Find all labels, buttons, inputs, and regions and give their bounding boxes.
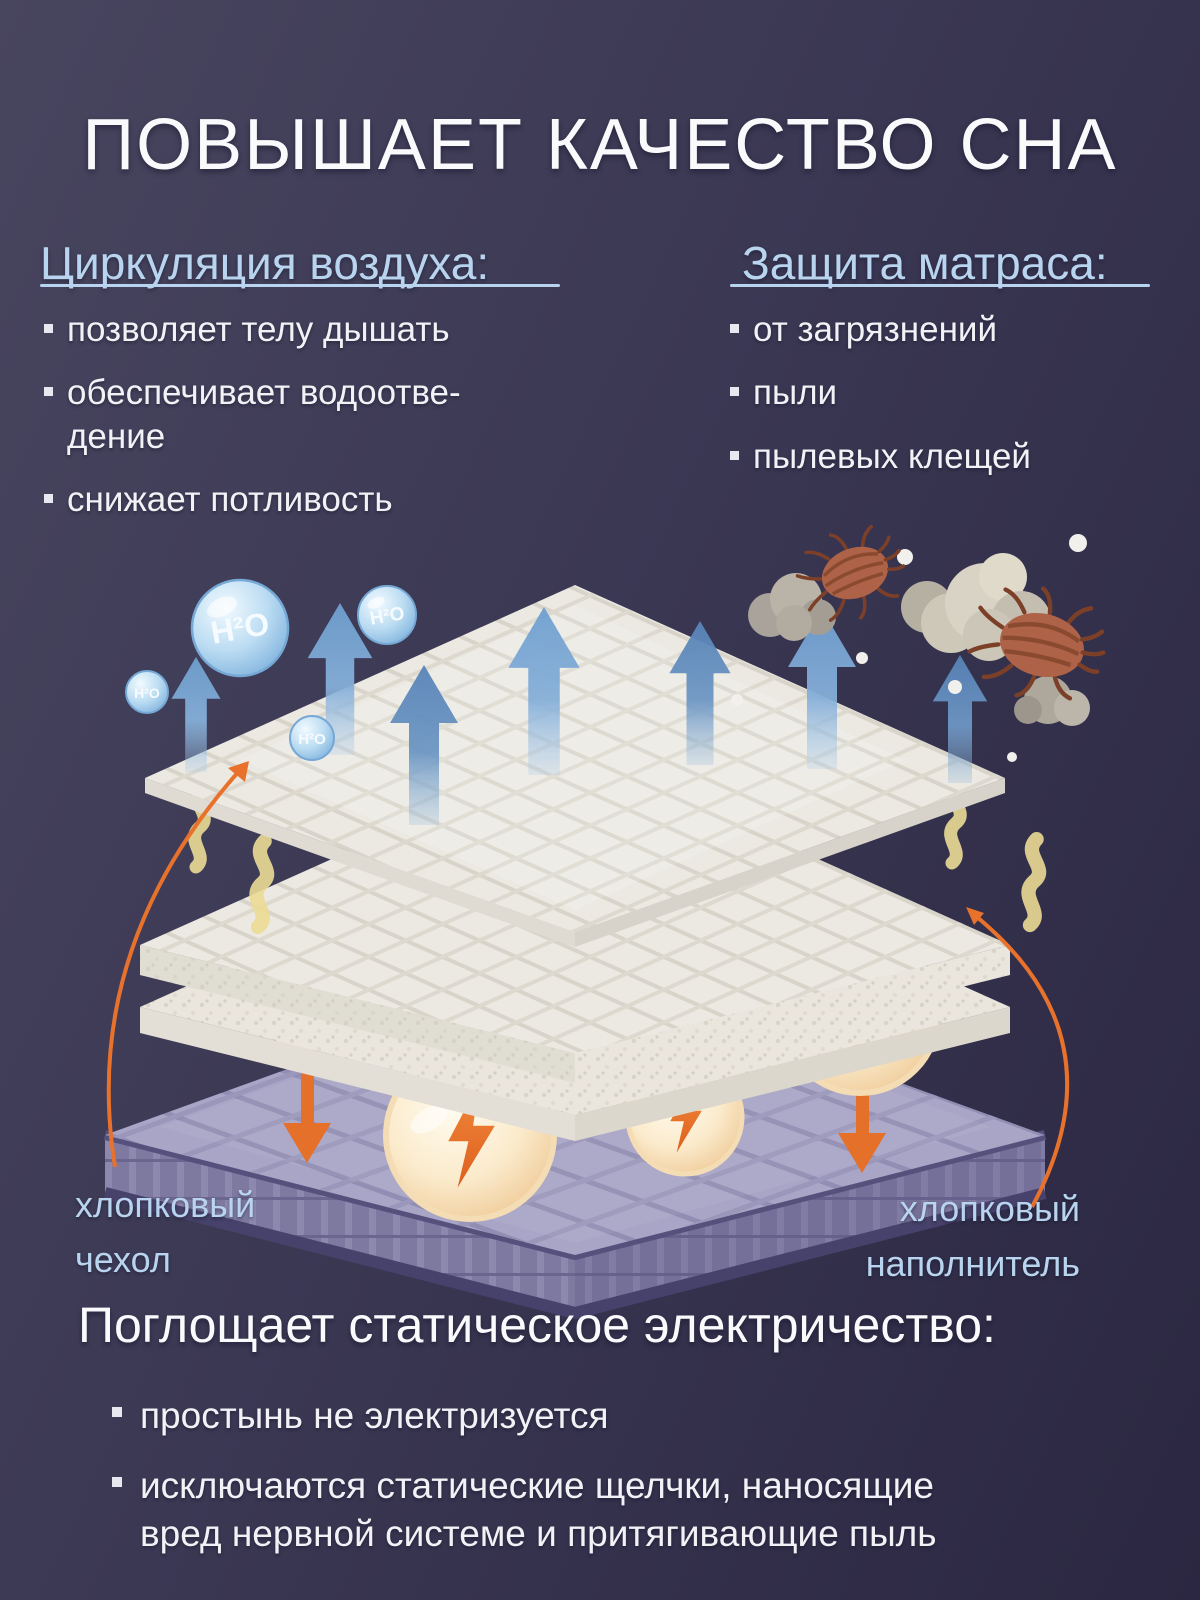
dust-cloud-icon	[1014, 676, 1090, 726]
bullet-item: обеспечивает водоотве- дение	[44, 371, 644, 458]
bullet-marker	[44, 494, 53, 504]
dust-cloud-icon	[748, 573, 836, 641]
bullet-item: снижает потливость	[44, 478, 644, 521]
cotton-cover-layer	[145, 585, 1005, 947]
static-bullet-list: простынь не электризуется исключаются ст…	[112, 1392, 1152, 1558]
air-heading-underline	[40, 284, 560, 287]
bullet-marker	[730, 387, 739, 397]
bullet-marker	[44, 324, 53, 333]
dust-mite-icon	[967, 586, 1106, 701]
air-circulation-section: Циркуляция воздуха:	[40, 236, 489, 290]
h2o-bubble-icon: H²O	[357, 585, 417, 645]
bullet-marker	[112, 1407, 122, 1417]
callout-arrow-left	[106, 761, 249, 1168]
bullet-text: пылевых клещей	[753, 436, 1031, 476]
svg-text:H²O: H²O	[298, 731, 326, 748]
bullet-marker	[44, 387, 53, 397]
bullet-text: пыли	[753, 373, 838, 413]
dust-mite-icon	[795, 524, 906, 622]
bullet-item: позволяет телу дышать	[44, 308, 644, 351]
bullet-text: простынь не электризуется	[140, 1395, 609, 1436]
bullet-item: пыли	[730, 371, 1170, 414]
bullet-marker	[730, 450, 739, 460]
mattress-protection-section: Защита матраса:	[742, 236, 1108, 290]
bullet-item: исключаются статические щелчки, наносящи…	[112, 1462, 1152, 1558]
bullet-text: позволяет телу дышать	[67, 310, 450, 349]
bullet-item: пылевых клещей	[730, 435, 1170, 478]
static-electricity-heading: Поглощает статическое электричество:	[78, 1297, 996, 1353]
bullet-text: исключаются статические щелчки, наносящи…	[140, 1465, 937, 1555]
dust-particle	[731, 534, 1087, 762]
cotton-cover-label: хлопковый чехол	[75, 1184, 256, 1280]
callout-arrow-right	[966, 907, 1070, 1208]
protection-heading-underline	[730, 284, 1150, 287]
bullet-text: от загрязнений	[753, 310, 998, 349]
svg-text:H²O: H²O	[134, 685, 160, 701]
h2o-bubble-icon: H²O	[289, 715, 335, 761]
mattress-diagram: H²O H²O H²O H²O	[103, 524, 1106, 1319]
bullet-item: от загрязнений	[730, 308, 1170, 351]
mattress-protection-heading: Защита матраса:	[742, 237, 1108, 289]
bullet-text: обеспечивает водоотве- дение	[67, 373, 461, 456]
bullet-text: снижает потливость	[67, 480, 393, 520]
air-circulation-heading: Циркуляция воздуха:	[40, 237, 490, 289]
bullet-marker	[112, 1477, 122, 1488]
page-title: ПОВЫШАЕТ КАЧЕСТВО СНА	[82, 105, 1118, 185]
h2o-bubble-icon: H²O	[125, 670, 169, 714]
air-bullet-list: позволяет телу дышать обеспечивает водоо…	[44, 308, 644, 522]
bullet-item: простынь не электризуется	[112, 1392, 1152, 1440]
h2o-bubble-icon: H²O	[190, 578, 290, 678]
bullet-marker	[730, 324, 739, 333]
protection-bullet-list: от загрязнений пыли пылевых клещей	[730, 308, 1170, 478]
cotton-filler-label: хлопковый наполнитель	[865, 1188, 1080, 1284]
